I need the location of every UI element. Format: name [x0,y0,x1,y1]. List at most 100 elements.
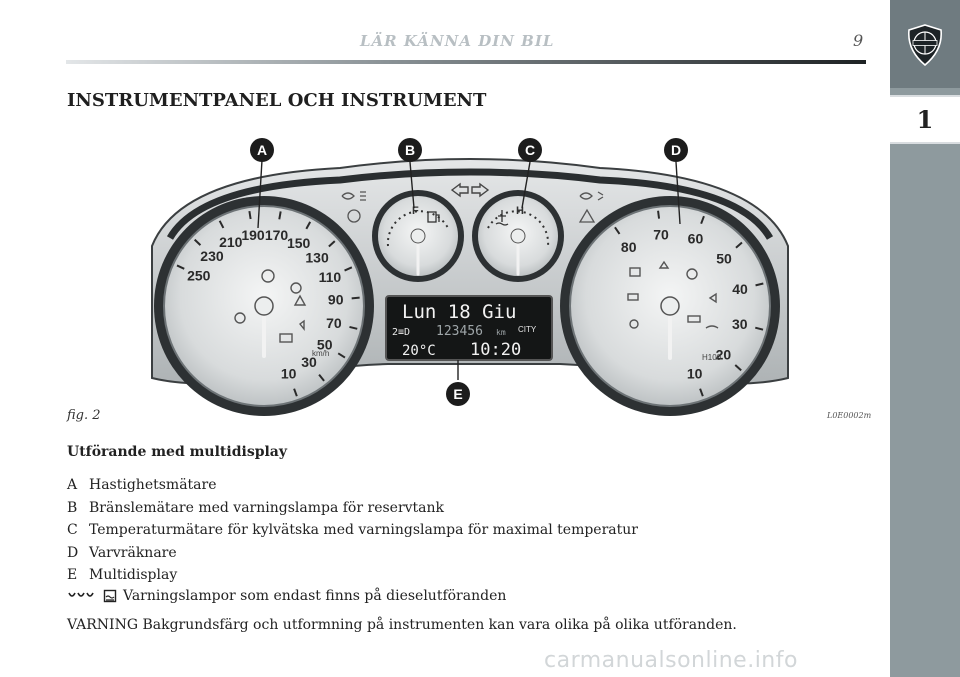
temp-gauge-hub [510,228,526,244]
speedometer-tick-label: 10 [281,366,297,382]
tachometer-tick-label: 20 [716,346,732,362]
tachometer-hub [660,296,680,316]
tachometer-tick-tick [755,326,764,331]
speedometer-tick-label: 230 [200,248,224,264]
speedometer-tick-label: 170 [265,227,289,243]
tachometer-tick-tick [734,364,742,372]
tachometer-tick-tick [699,388,704,397]
speedometer-unit: km/h [312,349,329,358]
speedometer-tick-label: 150 [287,235,311,251]
callout-marker-d: D [664,138,688,162]
turn-signal-icons [450,182,490,198]
legend-key: B [67,499,78,516]
speedometer-tick-label: 90 [328,292,344,308]
speedometer-tick-label: 50 [317,337,333,353]
legend-text: Bränslemätare med varningslampa för rese… [89,499,445,516]
callout-lines [257,159,681,380]
callout-marker-c: C [518,138,542,162]
tachometer-tick-label: 70 [653,227,669,243]
speedometer-tick-label: 250 [187,268,211,284]
legend-item: A Hastighetsmätare [67,474,638,497]
speedometer-tick-label: 110 [319,269,342,285]
diesel-note: Varningslampor som endast finns på diese… [67,588,506,604]
callout-marker-e: E [446,382,470,406]
water-in-fuel-icon [103,589,117,603]
figure-caption: fig. 2 [67,408,101,423]
chapter-number: 1 [916,105,934,134]
legend-item: B Bränslemätare med varningslampa för res… [67,497,638,520]
legend-key: A [67,477,78,493]
glow-plug-icon [68,592,94,597]
tachometer-tick-label: 50 [716,250,732,266]
speedometer-tick-tick [176,264,185,270]
speedometer-tick-label: 190 [241,227,265,243]
tachometer-tick-label: 80 [621,239,637,255]
legend-key: D [67,544,79,561]
callout-marker-b: B [398,138,422,162]
speedometer-tick-tick [278,211,282,220]
header-rule [66,60,866,64]
side-warning-icons [347,208,596,223]
speedometer-tick-tick [337,352,346,359]
svg-text:B: B [405,142,415,158]
speedometer-tick-tick [318,374,325,382]
speedometer-hub [254,296,274,316]
svg-text:D: D [671,142,681,158]
logo-cell [890,0,960,88]
fuel-gauge-hub [410,228,426,244]
display-time: 10:20 [470,340,521,360]
tachometer-tick-label: 40 [732,281,748,297]
tachometer-tick-tick [755,282,764,287]
callout-marker-a: A [250,138,274,162]
tachometer-tick-tick [700,215,705,225]
speedometer-warning-lamps [234,269,307,343]
tachometer-tick-tick [735,241,743,249]
chapter-sidebar: 1 [890,0,960,677]
speedometer-tick-tick [193,238,202,246]
figure-code: L0E0002m [827,411,872,420]
headlight-icons [341,191,604,201]
display-temperature: 20°C [402,343,436,359]
tachometer-tick-label: 60 [688,231,704,247]
cluster-hood [166,168,774,240]
subheading: Utförande med multidisplay [67,444,288,460]
legend-text: Temperaturmätare för kylvätska med varni… [89,522,638,538]
speedometer-tick-tick [248,210,252,220]
watermark: carmanualsonline.info [544,648,798,673]
speedometer-tick-label: 130 [305,249,329,265]
tachometer-tick-tick [614,226,621,235]
chapter-tab[interactable]: 1 [890,95,960,144]
tachometer-tick-label: 30 [732,316,748,332]
speedometer-tick-label: 210 [219,234,243,250]
tachometer-tick-label: 10 [687,366,703,382]
section-title: INSTRUMENTPANEL OCH INSTRUMENT [67,90,487,111]
speedometer-tick-tick [328,240,336,248]
speedometer-tick-tick [344,266,353,272]
brand-logo [908,24,942,66]
legend-key: C [67,522,78,538]
speedometer-tick-label: 30 [301,354,317,370]
legend-item: C Temperaturmätare för kylvätska med varn… [67,519,638,542]
temp-high-label: H [516,205,524,217]
legend-text: Hastighetsmätare [89,477,217,493]
tachometer-unit: H100 [702,353,722,362]
warning-text: VARNING Bakgrundsfärg och utformning på … [67,617,737,633]
display-date: Lun 18 Giu [402,301,516,323]
speedometer-tick-tick [293,388,298,397]
fuel-pump-icon [427,211,440,223]
svg-text:E: E [453,386,462,402]
display-gear: 2≡D [392,327,410,338]
svg-text:C: C [525,142,535,158]
multidisplay [385,295,553,361]
coolant-temp-icon [495,210,509,226]
display-mode: CITY [518,325,537,334]
legend-text: Multidisplay [89,567,178,583]
legend-text: Varvräknare [89,544,177,561]
tachometer-tick-tick [657,210,661,219]
display-odometer: 123456 [436,324,483,339]
speedometer-tick-tick [218,220,225,229]
